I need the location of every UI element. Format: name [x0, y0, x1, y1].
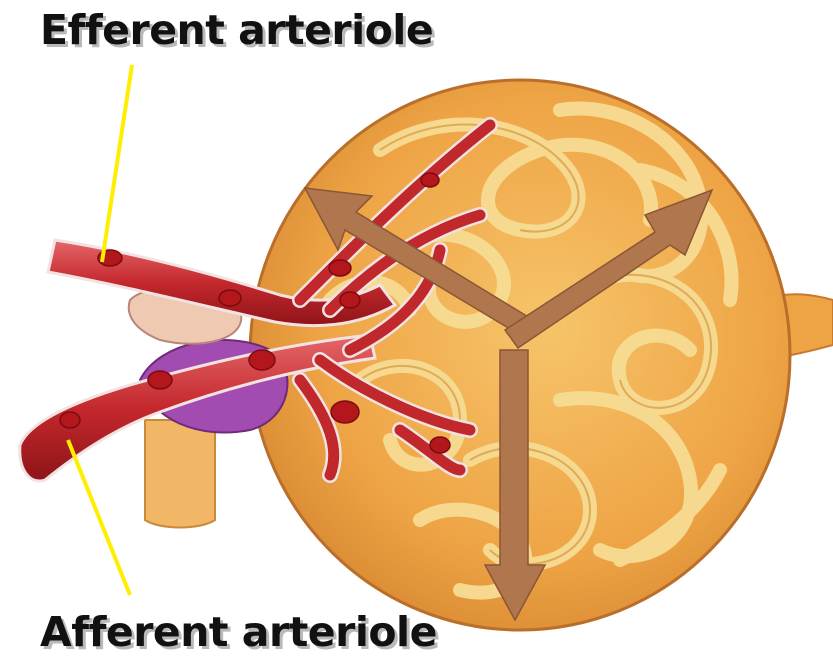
tubule-stalk [145, 420, 215, 528]
pointer-line-efferent [102, 65, 132, 262]
efferent-arteriole-label: Efferent arteriole [40, 10, 433, 51]
afferent-arteriole-label: Afferent arteriole [40, 612, 437, 653]
pointer-line-afferent [68, 440, 130, 595]
